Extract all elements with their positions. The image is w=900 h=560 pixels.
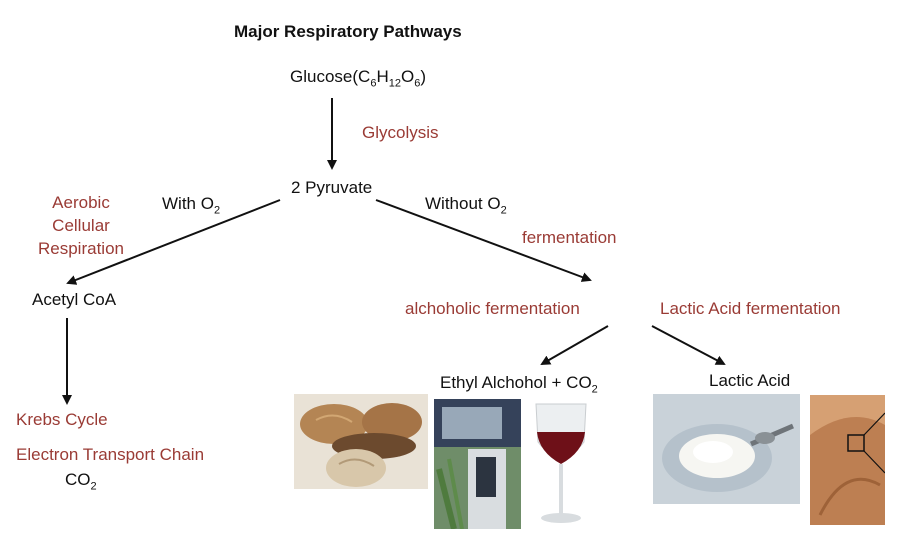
- electron-transport-chain-label: Electron Transport Chain: [16, 445, 205, 464]
- glucose-label: Glucose(C6H12O6): [290, 67, 426, 90]
- aerobic-respiration-label: Aerobic Cellular Respiration: [38, 193, 124, 258]
- yogurt-photo: [653, 394, 800, 504]
- fermentation-label: fermentation: [522, 228, 617, 247]
- co2-label: CO2: [65, 470, 97, 493]
- gas-pump-photo: [434, 399, 521, 529]
- arrow-ferm-to-ethyl: [540, 325, 609, 365]
- arrow-pyruvate-to-fermentation: [375, 199, 592, 282]
- arrow-ferm-to-lactic: [651, 325, 726, 365]
- ethyl-alcohol-label: Ethyl Alchohol + CO2: [440, 373, 598, 396]
- lactic-acid-label: Lactic Acid: [709, 371, 791, 390]
- krebs-cycle-label: Krebs Cycle: [16, 410, 108, 429]
- bread-photo: [294, 394, 428, 489]
- acetyl-coa-label: Acetyl CoA: [32, 290, 117, 309]
- alcoholic-fermentation-label: alchoholic fermentation: [405, 299, 580, 318]
- muscle-arm-photo: [810, 395, 885, 525]
- with-o2-label: With O2: [162, 194, 221, 217]
- pyruvate-label: 2 Pyruvate: [291, 178, 373, 197]
- lactic-acid-fermentation-label: Lactic Acid fermentation: [660, 299, 841, 318]
- diagram-title: Major Respiratory Pathways: [234, 22, 462, 41]
- without-o2-label: Without O2: [425, 194, 507, 217]
- glycolysis-label: Glycolysis: [362, 123, 439, 142]
- red-wine-photo: [528, 402, 594, 530]
- arrow-pyruvate-to-acetyl: [66, 199, 281, 285]
